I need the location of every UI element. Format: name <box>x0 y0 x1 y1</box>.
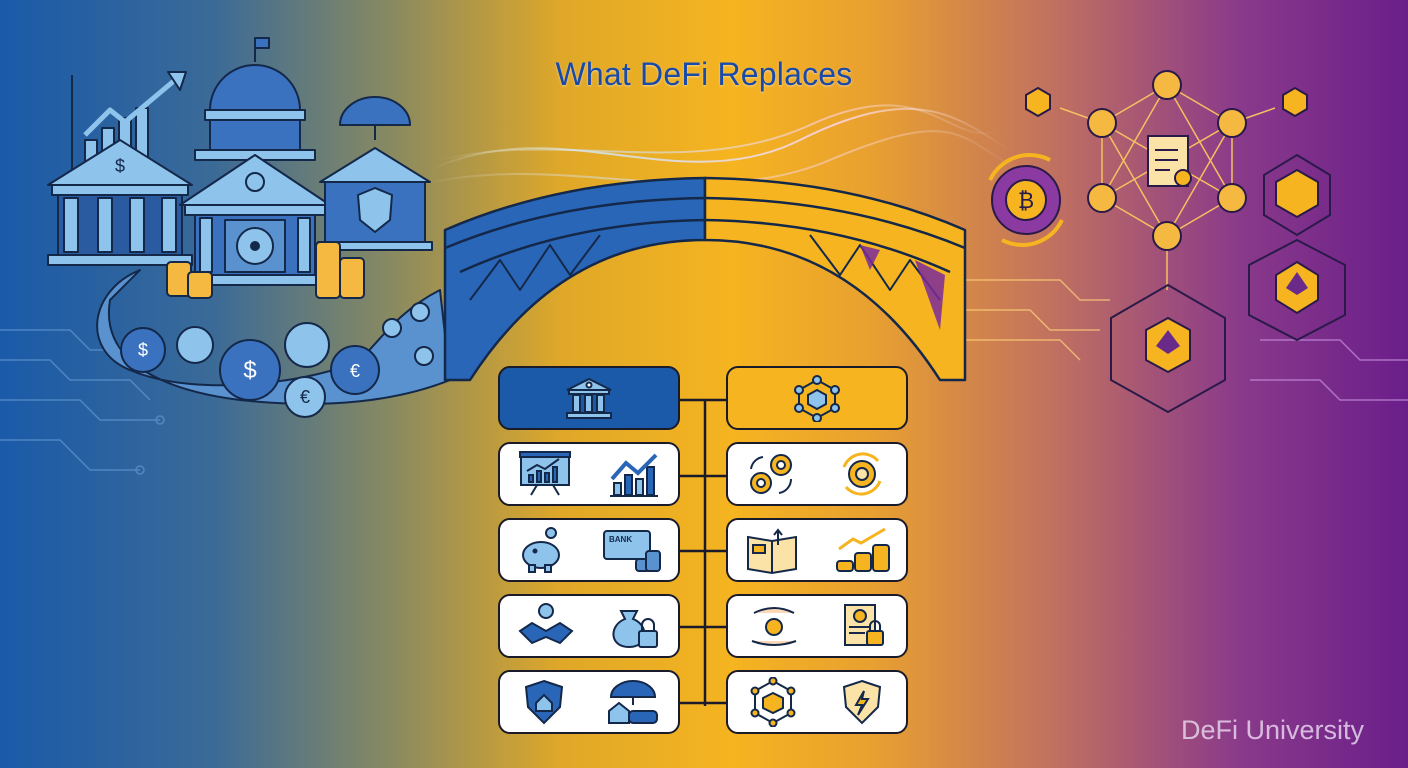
home-shield-icon <box>524 679 563 725</box>
comparison-table: BANK <box>498 366 912 738</box>
piggy-bank-icon <box>521 527 560 573</box>
circuit-lines-right <box>960 279 1408 401</box>
row-savings-traditional: BANK <box>498 518 680 582</box>
watermark: DeFi University <box>1180 715 1364 745</box>
gear-icons <box>120 322 380 418</box>
row-investing-traditional <box>498 442 680 506</box>
hand-coin-icon <box>751 607 796 646</box>
defi-header <box>726 366 908 430</box>
dollar-gear-icon: $ <box>138 340 148 360</box>
gears-exchange-icon <box>749 454 792 494</box>
traditional-finance-header <box>498 366 680 430</box>
smart-contract-document-icon <box>1147 135 1192 187</box>
ethereum-icon <box>1156 272 1308 354</box>
bank-building-icon <box>566 377 612 419</box>
row-insurance-defi <box>726 670 908 734</box>
cube-network-icon <box>1263 153 1331 237</box>
dollar-sign-icon: $ <box>115 156 125 176</box>
smart-contract-lock-icon <box>843 604 884 646</box>
token-coins <box>382 302 434 366</box>
growth-chart-icon <box>609 453 658 497</box>
handshake-loan-icon <box>517 603 574 645</box>
blockchain-node-icon <box>794 375 840 422</box>
bank-card-coins-icon: BANK <box>602 530 661 572</box>
euro-gear-icon: € <box>350 361 360 381</box>
row-investing-defi <box>726 442 908 506</box>
page-title: What DeFi Replaces <box>555 56 853 92</box>
bitcoin-icon: ₿ <box>1018 188 1034 213</box>
money-bag-lock-icon <box>612 610 658 649</box>
euro-gear-icon: € <box>300 387 310 407</box>
coin-gear-cycle-icon <box>842 452 881 496</box>
row-savings-defi <box>726 518 908 582</box>
ethereum-block-cluster-icon <box>1110 238 1346 414</box>
presentation-chart-icon <box>518 451 571 496</box>
bridge-right-half <box>703 176 967 382</box>
lightning-shield-icon <box>842 679 881 725</box>
bitcoin-gear-icon <box>988 153 1064 247</box>
capitol-building <box>194 37 316 161</box>
row-lending-defi <box>726 594 908 658</box>
light-waves <box>419 104 1021 186</box>
network-nodes <box>1087 70 1247 251</box>
open-ledger-icon <box>746 528 797 575</box>
coin-stacks-growth-icon <box>835 527 890 572</box>
dollar-gear-icon: $ <box>243 357 256 384</box>
bank-building-left <box>47 139 193 266</box>
coin-stack-icon <box>166 241 365 299</box>
row-lending-traditional <box>498 594 680 658</box>
row-insurance-traditional <box>498 670 680 734</box>
central-bank-vault <box>179 154 331 286</box>
small-hex-node-icon <box>1025 86 1308 118</box>
bank-card-label: BANK <box>609 535 632 544</box>
connector-lines <box>680 398 726 706</box>
blockchain-cube-icon <box>750 677 795 727</box>
insurance-building <box>317 96 433 251</box>
umbrella-insurance-icon <box>607 680 658 724</box>
